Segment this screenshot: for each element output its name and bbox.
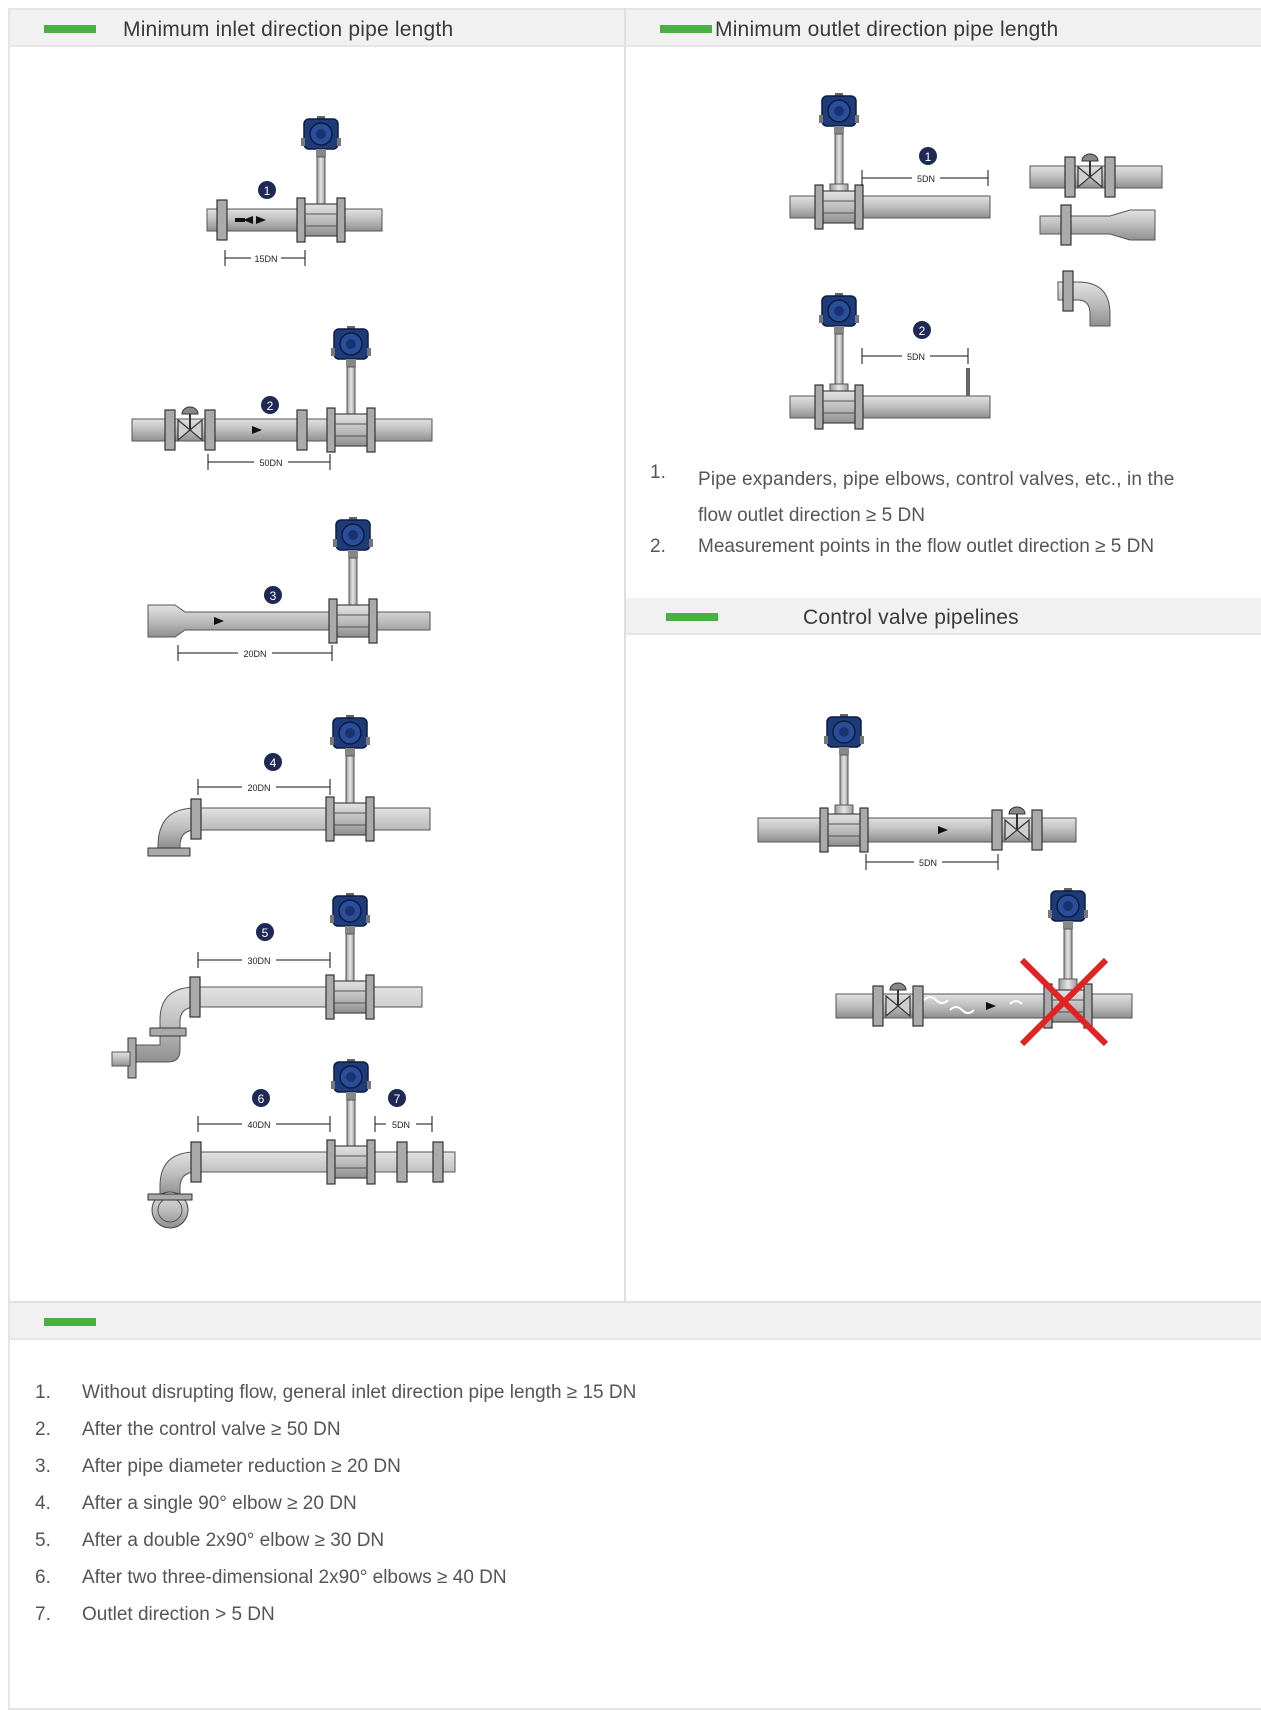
control-valve-incorrect	[835, 887, 1133, 1047]
marker: 5	[262, 926, 269, 940]
dimension-label: 50DN	[259, 458, 282, 468]
accent-bar	[44, 25, 96, 33]
list-number: 1.	[35, 1382, 51, 1403]
marker: 3	[270, 589, 277, 603]
list-item: 1. Without disrupting flow, general inlet…	[35, 1382, 1035, 1419]
marker: 2	[919, 324, 926, 338]
inlet-header-title: Minimum inlet direction pipe length	[123, 18, 454, 41]
dimension-label: 30DN	[247, 956, 270, 966]
accent-bar	[44, 1318, 96, 1326]
outlet-diagram-1: 1 5DN	[789, 92, 991, 230]
note-text: After a double 2x90° elbow ≥ 30 DN	[82, 1530, 385, 1551]
inlet-header: Minimum inlet direction pipe length	[10, 10, 624, 47]
marker: 2	[267, 399, 274, 413]
inlet-diagram-4: 4 20DN	[147, 714, 431, 857]
note-text: After a single 90° elbow ≥ 20 DN	[82, 1493, 357, 1514]
list-number: 5.	[35, 1530, 51, 1551]
note-text: After pipe diameter reduction ≥ 20 DN	[82, 1456, 401, 1477]
list-item: 7. Outlet direction > 5 DN	[35, 1604, 1035, 1641]
list-number: 4.	[35, 1493, 51, 1514]
outlet-diagram-2: 2 5DN	[789, 292, 991, 430]
installation-diagrams: 1 15DN 2 50DN	[111, 92, 1163, 1229]
dimension-label: 15DN	[254, 254, 277, 264]
list-item: 2. Measurement points in the flow outlet…	[650, 536, 1250, 572]
note-text: Without disrupting flow, general inlet d…	[82, 1382, 637, 1403]
inlet-diagram-1: 1 15DN	[206, 115, 383, 266]
list-number: 2.	[650, 536, 666, 557]
control-header: Control valve pipelines	[626, 598, 1261, 635]
inlet-diagram-6: 6 7 40DN 5DN	[147, 1058, 456, 1229]
note-text: After two three-dimensional 2x90° elbows…	[82, 1567, 507, 1588]
list-item: 1. Pipe expanders, pipe elbows, control …	[650, 462, 1250, 536]
notes-header	[10, 1303, 1261, 1340]
section-divider	[8, 1301, 1261, 1303]
list-number: 2.	[35, 1419, 51, 1440]
list-item: 5. After a double 2x90° elbow ≥ 30 DN	[35, 1530, 1035, 1567]
marker: 6	[258, 1092, 265, 1106]
note-text: After the control valve ≥ 50 DN	[82, 1419, 341, 1440]
content-frame	[8, 8, 1261, 1710]
list-number: 7.	[35, 1604, 51, 1625]
dimension-label: 5DN	[392, 1120, 410, 1130]
outlet-fittings	[1029, 154, 1163, 327]
inlet-diagram-2: 2 50DN	[131, 325, 433, 470]
list-number: 6.	[35, 1567, 51, 1588]
marker: 7	[394, 1092, 401, 1106]
list-item: 3. After pipe diameter reduction ≥ 20 DN	[35, 1456, 1035, 1493]
note-text: Outlet direction > 5 DN	[82, 1604, 275, 1625]
note-line: Measurement points in the flow outlet di…	[698, 536, 1155, 557]
inlet-diagram-5: 5 30DN	[111, 892, 423, 1079]
list-item: 4. After a single 90° elbow ≥ 20 DN	[35, 1493, 1035, 1530]
dimension-label: 20DN	[247, 783, 270, 793]
accent-bar	[666, 613, 718, 621]
note-line: flow outlet direction ≥ 5 DN	[698, 505, 925, 526]
column-divider	[624, 8, 626, 1303]
list-item: 6. After two three-dimensional 2x90° elbo…	[35, 1567, 1035, 1604]
outlet-header: Minimum outlet direction pipe length	[626, 10, 1261, 47]
outlet-header-title: Minimum outlet direction pipe length	[715, 18, 1059, 41]
dimension-label: 20DN	[243, 649, 266, 659]
inlet-diagram-3: 3 20DN	[147, 516, 431, 661]
dimension-label: 5DN	[907, 352, 925, 362]
note-line: Pipe expanders, pipe elbows, control val…	[698, 469, 1175, 490]
control-valve-correct: 5DN	[757, 713, 1077, 870]
dimension-label: 5DN	[917, 174, 935, 184]
marker: 1	[264, 184, 271, 198]
list-number: 3.	[35, 1456, 51, 1477]
control-header-title: Control valve pipelines	[803, 606, 1019, 629]
list-number: 1.	[650, 462, 666, 483]
inlet-notes: 1. Without disrupting flow, general inlet…	[35, 1382, 1035, 1641]
outlet-notes: 1. Pipe expanders, pipe elbows, control …	[650, 462, 1250, 572]
accent-bar	[660, 25, 712, 33]
dimension-label: 5DN	[919, 858, 937, 868]
list-item: 2. After the control valve ≥ 50 DN	[35, 1419, 1035, 1456]
marker: 1	[925, 150, 932, 164]
dimension-label: 40DN	[247, 1120, 270, 1130]
marker: 4	[270, 756, 277, 770]
